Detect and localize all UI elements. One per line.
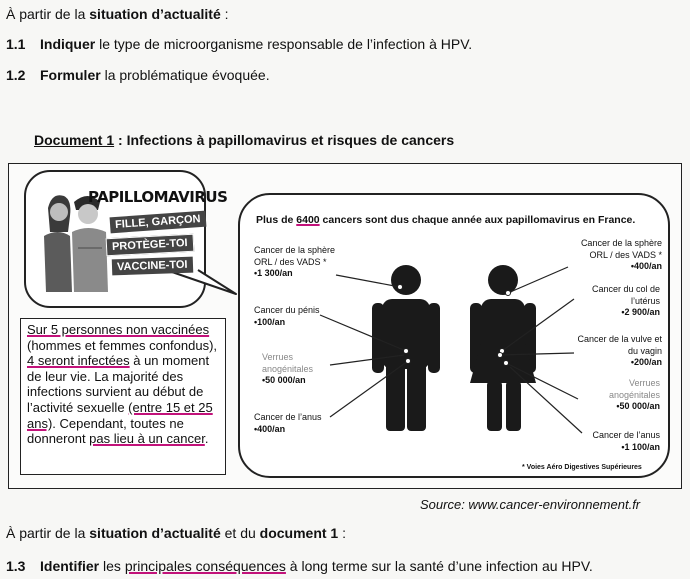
statistics-textbox: Sur 5 personnes non vaccinées (hommes et… <box>20 318 226 475</box>
label-male-penis: Cancer du pénis •100/an <box>254 305 320 327</box>
intro-line: À partir de la situation d’actualité : <box>6 6 229 22</box>
label-male-warts: Verrues anogénitales •50 000/an <box>262 352 314 385</box>
intro-line-2: À partir de la situation d’actualité et … <box>6 525 347 541</box>
human-figures <box>319 265 583 434</box>
label-female-anus: Cancer de l’anus •1 100/an <box>592 430 660 452</box>
source-citation: Source: www.cancer-environnement.fr <box>420 497 641 512</box>
cancer-infographic <box>238 193 670 478</box>
label-male-anus: Cancer de l’anus •400/an <box>254 412 322 434</box>
poster-title: PAPILLOMAVIRUS <box>88 188 228 206</box>
female-figure-icon <box>470 265 536 431</box>
poster-banner-3: VACCINE-TOI <box>111 256 193 276</box>
label-male-orl: Cancer de la sphère ORL / des VADS * •1 … <box>254 245 336 278</box>
teens-illustration-icon <box>44 195 108 292</box>
bubble-tail <box>171 269 237 295</box>
document-title: Document 1 : Infections à papillomavirus… <box>34 132 455 148</box>
label-female-vulva: Cancer de la vulve et du vagin •200/an <box>577 334 662 367</box>
footnote: * Voies Aéro Digestives Supérieures <box>522 464 642 471</box>
label-female-warts: Verrues anogénitales •50 000/an <box>608 378 660 411</box>
label-female-cervix: Cancer du col de l’utérus •2 900/an <box>591 284 660 317</box>
label-female-orl: Cancer de la sphère ORL / des VADS * •40… <box>580 238 662 271</box>
male-figure-icon <box>372 265 440 431</box>
infographic-title: Plus de 6400 cancers sont dus chaque ann… <box>256 214 636 226</box>
